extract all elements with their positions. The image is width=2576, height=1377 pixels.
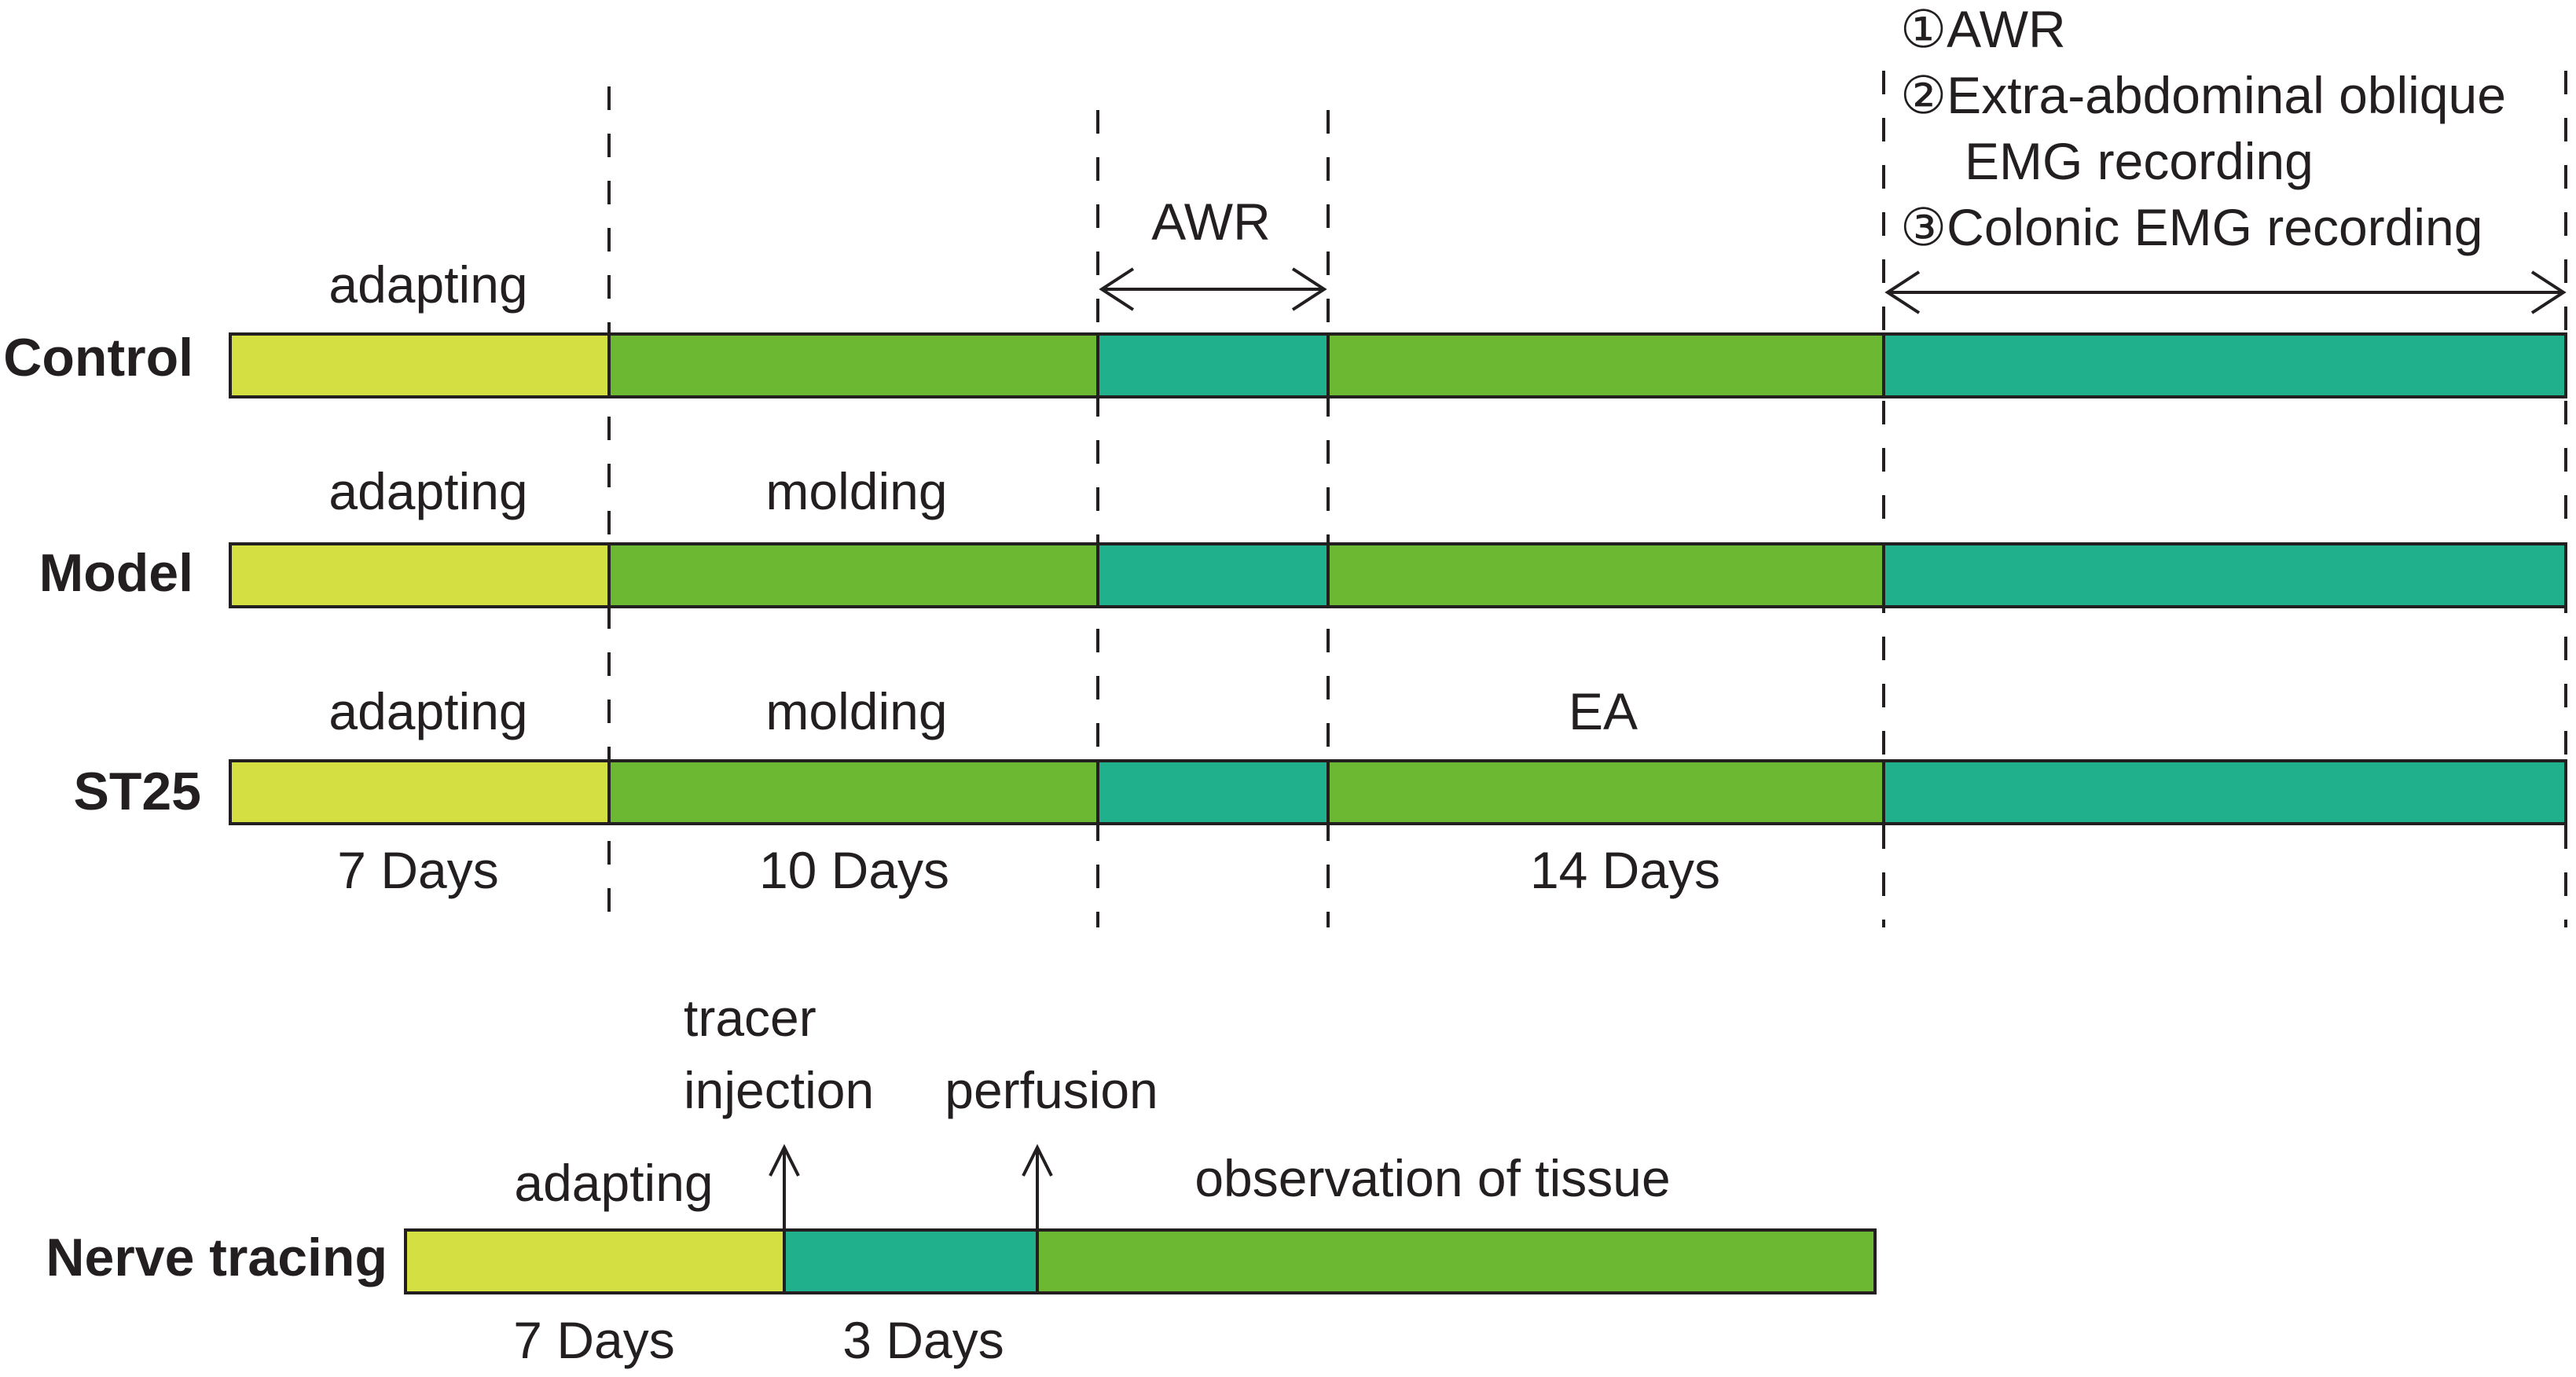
control-bar-ea [1327,332,1885,398]
nerve-tracing-row [404,1228,1877,1294]
awr-span-arrow [1099,267,1327,311]
final-tests-span-arrow [1884,270,2567,314]
model-bar-molding [607,542,1099,608]
control-bar-molding [607,332,1099,398]
st25-label-adapting: adapting [328,682,527,740]
row-label-nerve-tracing: Nerve tracing [46,1228,387,1287]
duration-adapting: 7 Days [337,841,498,899]
model-bar-adapting [229,542,611,608]
perfusion-arrow [1022,1144,1053,1230]
awr-label: AWR [1151,193,1271,251]
control-row [229,332,2567,398]
row-label-control: Control [3,328,193,387]
nerve-duration-adapting: 7 Days [513,1311,674,1369]
final-tests-list: ①AWR ②Extra-abdominal oblique EMG record… [1900,0,2506,256]
control-bar-tests [1882,332,2567,398]
row-label-model: Model [39,543,193,603]
nerve-bar-tracer [783,1228,1039,1294]
model-bar-ea [1327,542,1885,608]
control-bar-adapting [229,332,611,398]
model-label-molding: molding [765,462,947,520]
model-row [229,542,2567,608]
st25-bar-adapting [229,759,611,825]
duration-molding: 10 Days [759,841,949,899]
nerve-duration-tracer: 3 Days [842,1311,1004,1369]
model-bar-tests [1882,542,2567,608]
test-extra-abdominal: ②Extra-abdominal oblique [1900,66,2506,124]
model-label-adapting: adapting [328,462,527,520]
nerve-label-observation: observation of tissue [1194,1149,1670,1207]
nerve-label-injection: injection [684,1061,874,1119]
st25-bar-ea [1327,759,1885,825]
st25-bar-molding [607,759,1099,825]
st25-label-molding: molding [765,682,947,740]
nerve-label-perfusion: perfusion [945,1061,1158,1119]
model-bar-awr [1096,542,1330,608]
nerve-label-adapting: adapting [514,1154,713,1212]
injection-arrow [769,1144,800,1230]
nerve-bar-observation [1036,1228,1877,1294]
duration-ea: 14 Days [1530,841,1720,899]
st25-label-ea: EA [1569,682,1638,740]
st25-bar-awr [1096,759,1330,825]
control-bar-awr [1096,332,1330,398]
test-extra-abdominal-line2: EMG recording [1965,132,2314,190]
test-awr: ①AWR [1900,0,2066,58]
st25-bar-tests [1882,759,2567,825]
st25-row [229,759,2567,825]
nerve-label-tracer: tracer [684,989,816,1047]
row-label-st25: ST25 [73,762,201,821]
control-label-adapting: adapting [328,255,527,314]
test-colonic-emg: ③Colonic EMG recording [1900,198,2482,256]
nerve-bar-adapting [404,1228,786,1294]
